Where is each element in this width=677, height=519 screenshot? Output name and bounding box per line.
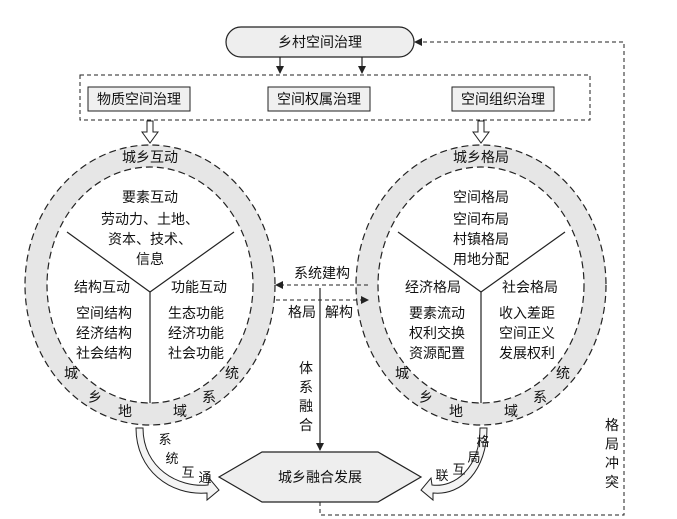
right-right-line: 空间正义 [499, 326, 555, 342]
middle-arrow-top-label: 系统建构 [294, 266, 350, 282]
left-rim-char: 城 [64, 366, 78, 382]
right-curve-char: 局 [467, 451, 480, 466]
vertical-char: 融 [299, 399, 313, 415]
left-curve-char: 互 [181, 466, 194, 481]
right-left-line: 权利交换 [409, 325, 465, 342]
left-top-line: 信息 [136, 251, 164, 268]
right-left-title: 经济格局 [405, 280, 461, 296]
right-curve-char: 格 [476, 434, 489, 450]
middle-arrow-bottom-label-a: 格局 [288, 305, 316, 321]
right-top-line: 用地分配 [453, 252, 509, 268]
left-rim-char: 乡 [88, 390, 102, 406]
feedback-char: 局 [605, 437, 619, 453]
right-right-line: 收入差距 [499, 306, 555, 322]
right-top-title: 空间格局 [453, 190, 509, 206]
left-curve-char: 系 [158, 433, 171, 448]
right-curve-char: 联 [435, 469, 448, 484]
left-top-line: 资本、技术、 [108, 232, 192, 248]
feedback-char: 冲 [605, 456, 619, 472]
curve-arrow-right [420, 427, 488, 502]
curve-arrow-left [135, 427, 220, 502]
right-rim-char: 城 [395, 366, 409, 382]
left-right-line: 社会功能 [168, 346, 224, 362]
right-rim-char: 系 [533, 390, 547, 406]
left-top-title: 要素互动 [122, 190, 178, 206]
vertical-char: 体 [299, 361, 313, 377]
governance-label-organization: 空间组织治理 [461, 92, 545, 108]
feedback-char: 格 [605, 418, 619, 434]
left-left-title: 结构互动 [74, 280, 130, 296]
right-left-line: 资源配置 [409, 346, 465, 362]
left-left-line: 经济结构 [76, 326, 132, 342]
right-rim-char: 地 [449, 404, 463, 420]
hollow-arrow-right [472, 120, 490, 144]
left-curve-char: 统 [165, 452, 178, 467]
governance-box-tenure [267, 86, 371, 112]
top-node-label: 乡村空间治理 [278, 35, 362, 51]
right-right-line: 发展权利 [499, 346, 555, 362]
right-rim-char: 域 [504, 404, 518, 420]
vertical-char: 系 [299, 380, 313, 396]
right-top-line: 村镇格局 [453, 232, 509, 248]
governance-label-physical: 物质空间治理 [97, 92, 181, 108]
left-ring-title: 城乡互动 [122, 150, 178, 166]
right-left-line: 要素流动 [409, 306, 465, 322]
left-rim-char: 域 [173, 404, 187, 420]
right-ring [355, 144, 607, 426]
right-curve-char: 互 [452, 463, 465, 478]
bottom-node-hexagon [217, 451, 423, 503]
left-rim-char: 统 [225, 366, 239, 382]
left-right-line: 经济功能 [168, 326, 224, 342]
governance-box-organization [451, 86, 555, 112]
feedback-loop-line [319, 38, 625, 516]
left-left-line: 空间结构 [76, 306, 132, 322]
left-curve-char: 通 [198, 471, 211, 486]
governance-box-physical [87, 86, 191, 112]
right-rim-char: 统 [556, 366, 570, 382]
left-top-line: 劳动力、土地、 [101, 212, 199, 228]
left-right-title: 功能互动 [171, 280, 227, 296]
left-rim-char: 系 [202, 390, 216, 406]
right-ring-title: 城乡格局 [453, 150, 509, 166]
left-left-line: 社会结构 [76, 346, 132, 362]
middle-arrow-bottom-label-b: 解构 [325, 305, 353, 321]
hollow-arrow-left [141, 120, 159, 144]
bottom-node-label: 城乡融合发展 [278, 470, 362, 486]
right-rim-char: 乡 [419, 390, 433, 406]
governance-label-tenure: 空间权属治理 [277, 92, 361, 108]
governance-group [79, 74, 591, 121]
left-ring [24, 144, 276, 426]
right-top-line: 空间布局 [453, 212, 509, 228]
left-rim-char: 地 [118, 404, 132, 420]
right-right-title: 社会格局 [502, 280, 558, 296]
vertical-char: 合 [299, 418, 313, 434]
left-right-line: 生态功能 [168, 306, 224, 322]
feedback-char: 突 [605, 475, 619, 491]
